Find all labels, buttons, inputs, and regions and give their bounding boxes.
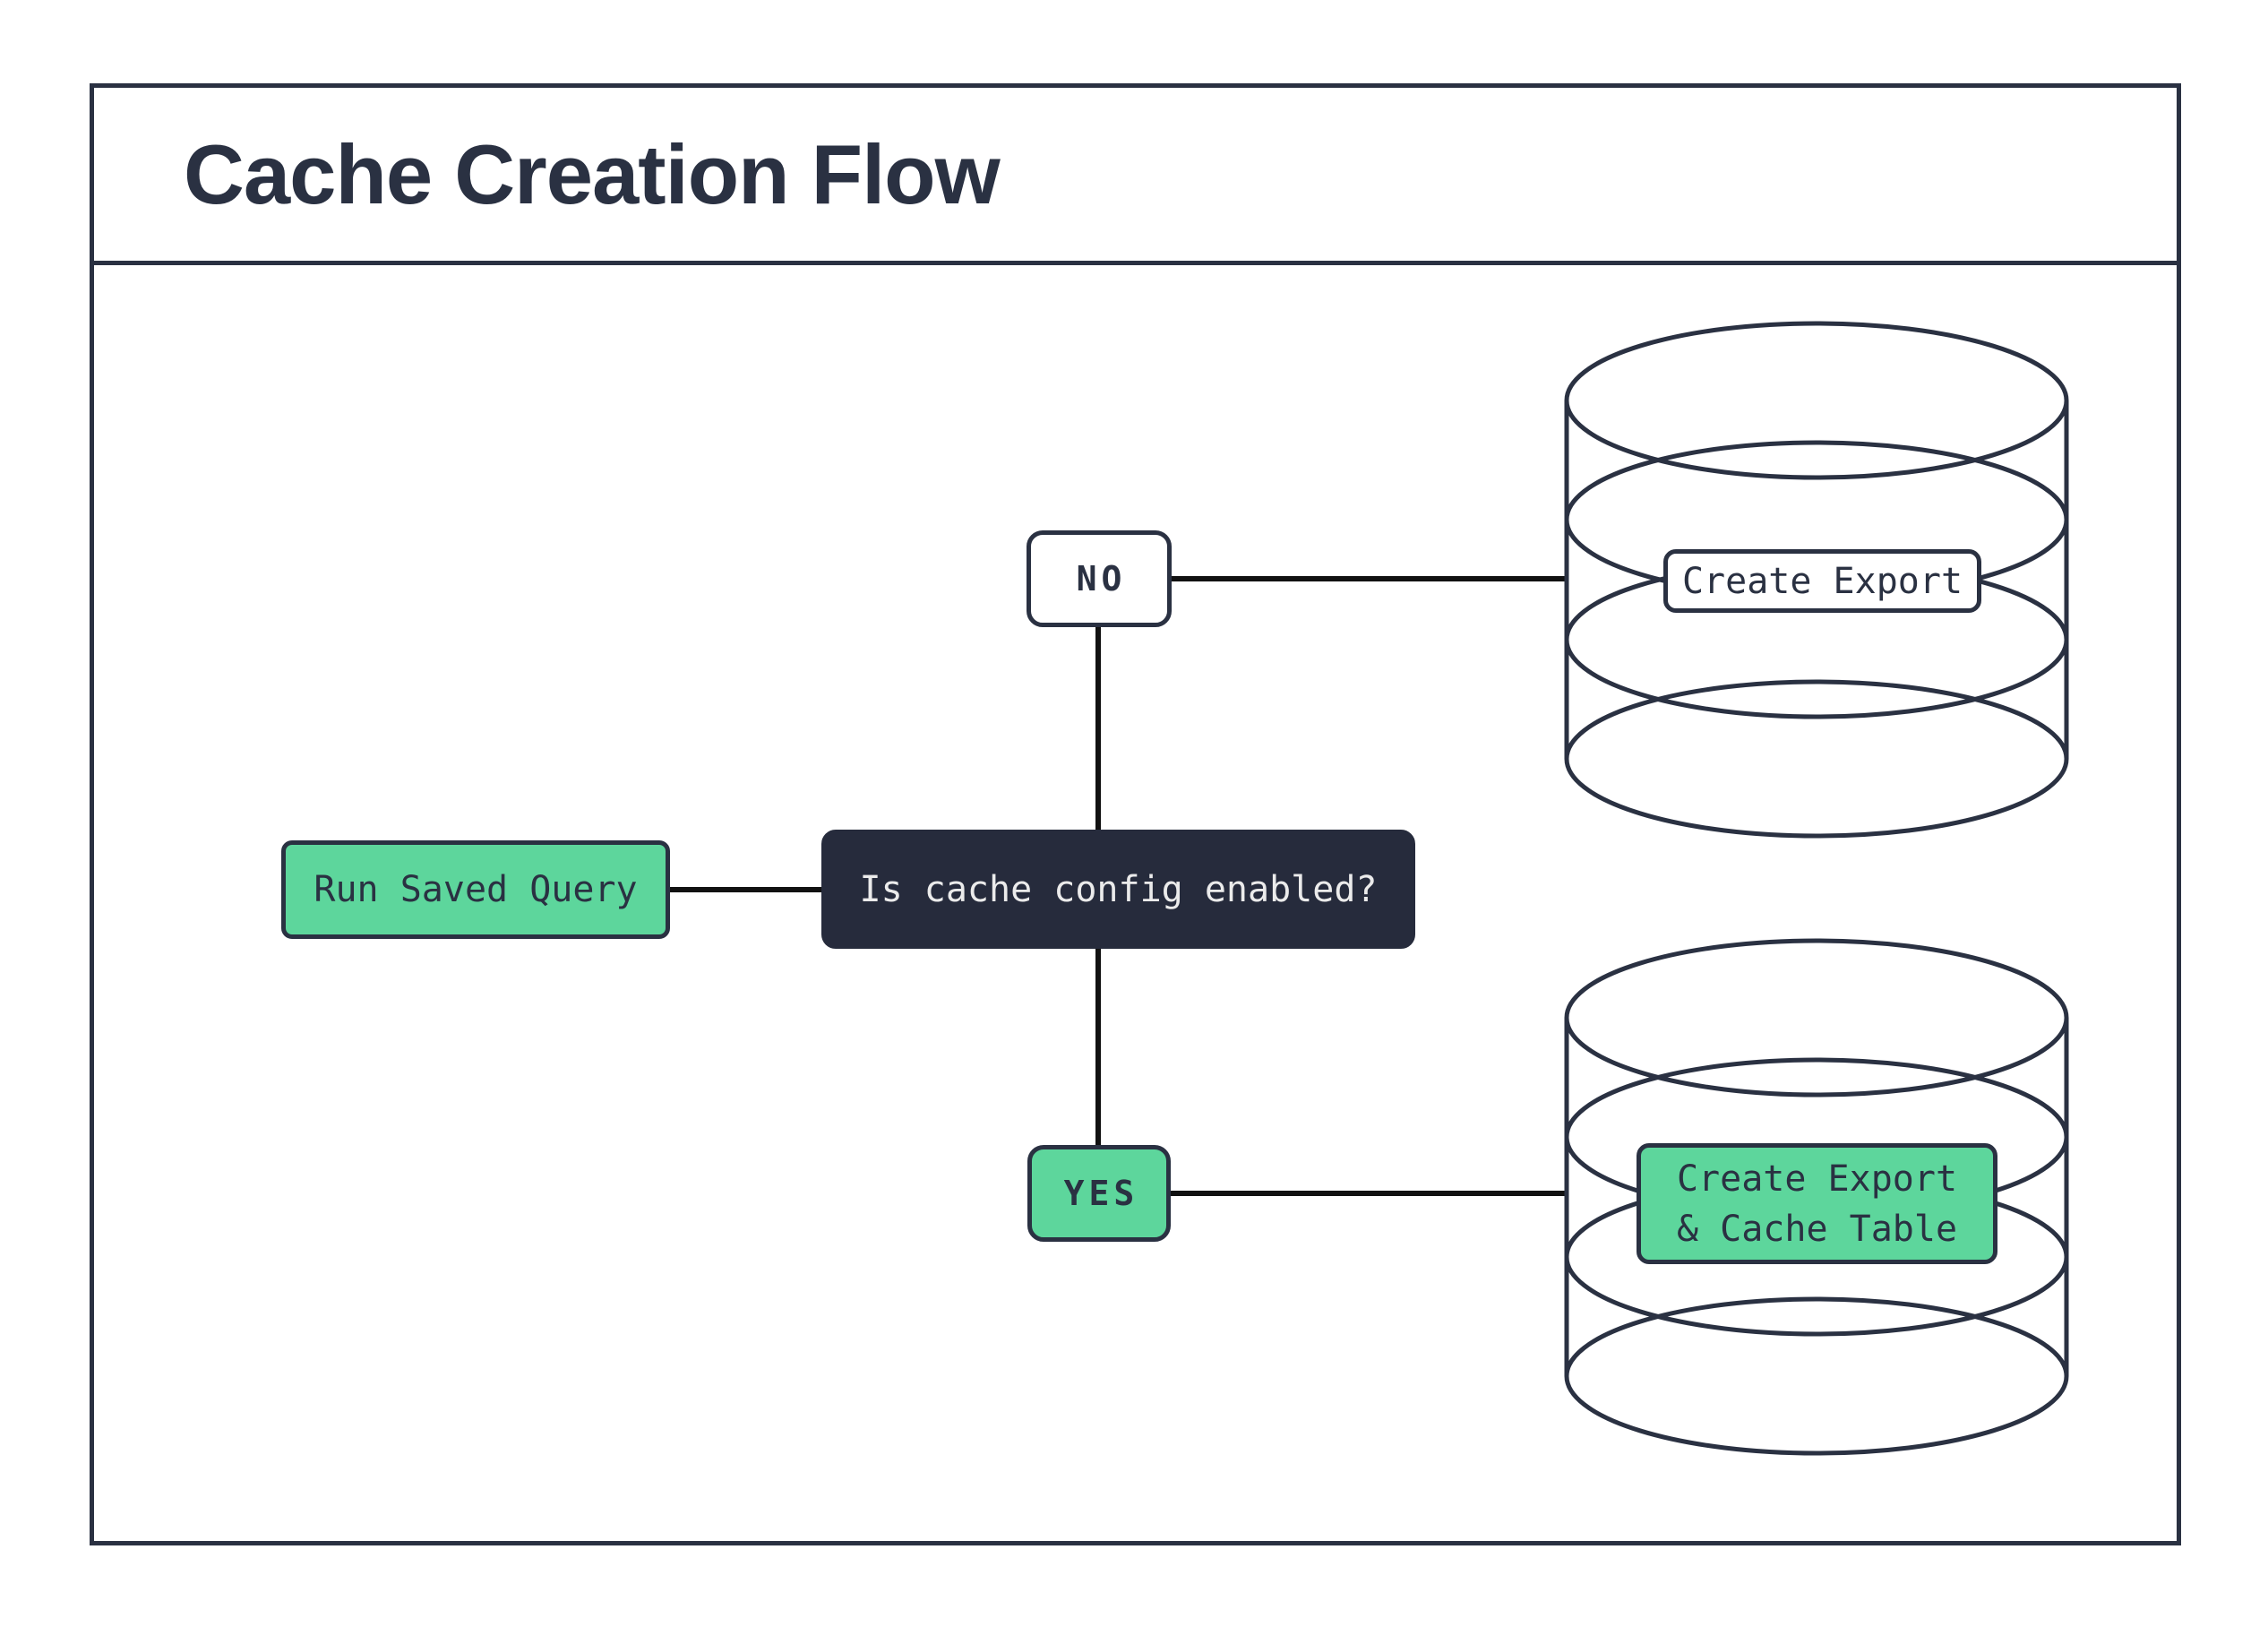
- node-no-branch: NO: [1027, 530, 1172, 627]
- node-create-export-label: Create Export: [1663, 549, 1981, 613]
- diagram-frame: Cache Creation Flow: [90, 83, 2181, 1545]
- label-line: Create Export: [1676, 1158, 1958, 1200]
- label-line: & Cache Table: [1676, 1208, 1958, 1250]
- cylinder-disk-ellipse: [1564, 679, 2069, 839]
- database-icon-top: [1564, 321, 2069, 839]
- cylinder-disk-ellipse: [1564, 321, 2069, 480]
- page-title: Cache Creation Flow: [184, 126, 1001, 221]
- node-decision-cache-config: Is cache config enabled?: [821, 830, 1415, 949]
- node-yes-branch: YES: [1027, 1145, 1171, 1242]
- cylinder-disk-ellipse: [1564, 938, 2069, 1098]
- node-create-export-cache-label: Create Export & Cache Table: [1637, 1143, 1997, 1264]
- node-run-saved-query: Run Saved Query: [281, 840, 670, 939]
- cylinder-disk-ellipse: [1564, 1296, 2069, 1456]
- diagram-header: Cache Creation Flow: [94, 88, 2177, 265]
